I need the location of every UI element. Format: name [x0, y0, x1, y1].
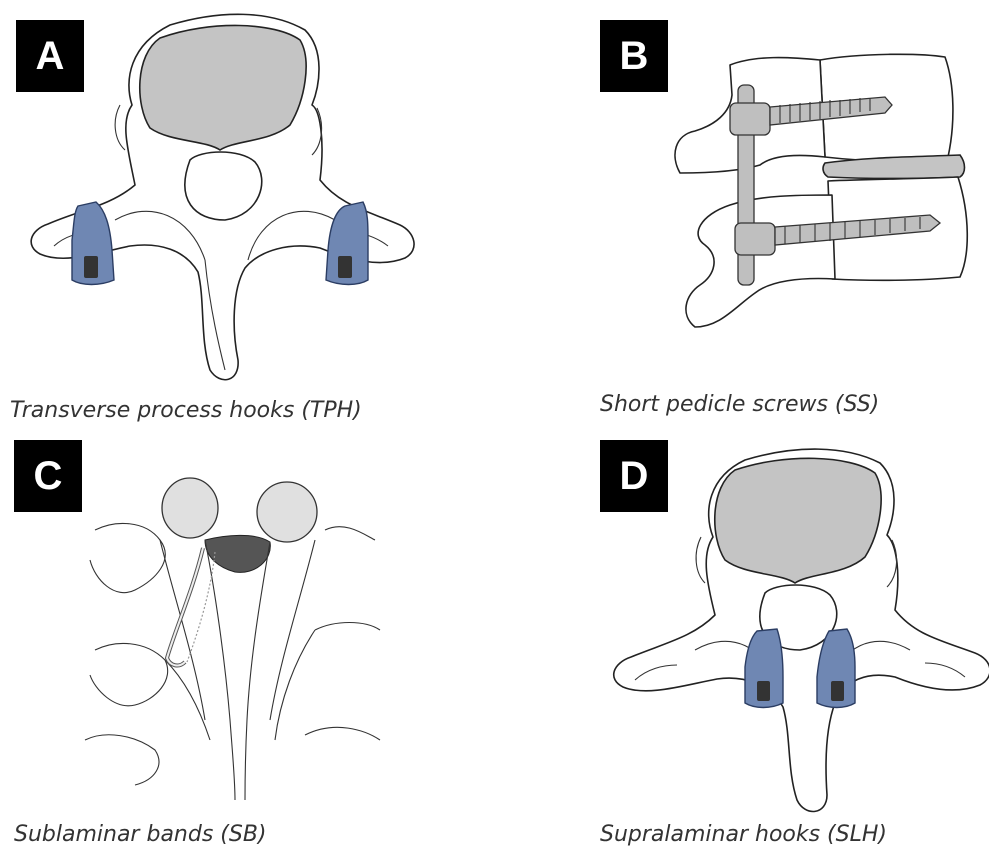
panel-label-c: C	[14, 440, 82, 512]
caption-d: Supralaminar hooks (SLH)	[600, 822, 887, 847]
panel-label-b: B	[600, 20, 668, 92]
vertebra-axial-tph-illustration	[20, 10, 440, 390]
spine-lateral-pedicle-screw-illustration	[660, 45, 989, 345]
sublaminar-band	[167, 548, 215, 665]
caption-b: Short pedicle screws (SS)	[600, 392, 879, 417]
caption-a: Transverse process hooks (TPH)	[10, 398, 362, 423]
spine-posterior-sublaminar-band-illustration	[75, 480, 395, 800]
caption-c: Sublaminar bands (SB)	[14, 822, 267, 847]
vertebra-axial-slh-illustration	[605, 445, 989, 815]
left-supralaminar-hook	[745, 629, 783, 708]
